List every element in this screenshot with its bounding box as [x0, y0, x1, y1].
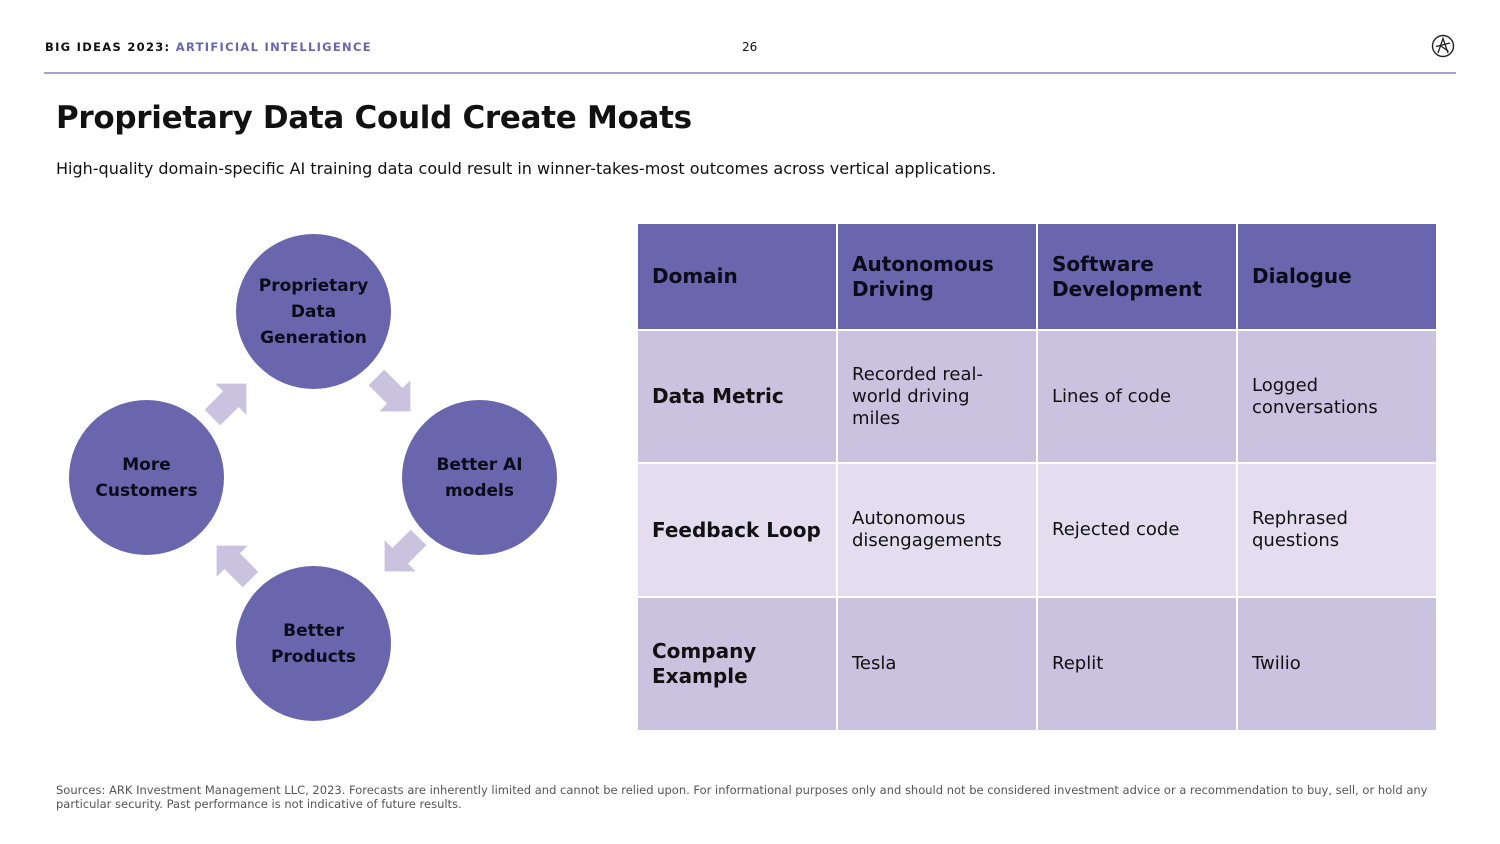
table-row: Feedback Loop Autonomous disengagements … [636, 462, 1438, 598]
arrow-icon-2 [368, 369, 411, 412]
arrow-icon-3 [384, 529, 427, 572]
row-header: Company Example [636, 596, 838, 732]
table-cell: Tesla [836, 596, 1038, 732]
cycle-node-better-products: Better Products [236, 566, 391, 721]
row-header: Feedback Loop [636, 462, 838, 598]
sources-footnote: Sources: ARK Investment Management LLC, … [56, 783, 1428, 811]
column-header: Dialogue [1236, 222, 1438, 331]
table-cell: Twilio [1236, 596, 1438, 732]
table-cell: Logged conversations [1236, 329, 1438, 464]
flywheel-diagram: Proprietary Data Generation Better AI mo… [40, 215, 600, 745]
topic-label: ARTIFICIAL INTELLIGENCE [175, 40, 372, 54]
cycle-node-proprietary-data: Proprietary Data Generation [236, 234, 391, 389]
table-cell: Autonomous disengagements [836, 462, 1038, 598]
cycle-node-label: Better Products [270, 620, 357, 667]
series-label: BIG IDEAS 2023: [45, 40, 171, 54]
table-cell: Rephrased questions [1236, 462, 1438, 598]
cycle-arrows [204, 369, 427, 588]
table-header-row: Domain Autonomous Driving Software Devel… [636, 222, 1438, 331]
header-label: BIG IDEAS 2023: ARTIFICIAL INTELLIGENCE [45, 40, 372, 54]
moats-table: Domain Autonomous Driving Software Devel… [636, 222, 1438, 732]
table-cell: Replit [1036, 596, 1238, 732]
column-header: Domain [636, 222, 838, 331]
header-divider [44, 72, 1456, 74]
ark-logo-icon [1431, 34, 1455, 58]
page-title: Proprietary Data Could Create Moats [56, 100, 692, 136]
cycle-node-label: More Customers [95, 454, 198, 501]
table-cell: Recorded real- world driving miles [836, 329, 1038, 464]
table-row: Company Example Tesla Replit Twilio [636, 596, 1438, 732]
arrow-icon-4 [216, 545, 259, 588]
cycle-node-label: Better AI models [436, 454, 523, 501]
cycle-node-better-models: Better AI models [402, 400, 557, 555]
column-header: Autonomous Driving [836, 222, 1038, 331]
table-row: Data Metric Recorded real- world driving… [636, 329, 1438, 464]
page-subtitle: High-quality domain-specific AI training… [56, 159, 997, 178]
cycle-node-label: Proprietary Data Generation [258, 275, 369, 348]
cycle-node-more-customers: More Customers [69, 400, 224, 555]
page-number: 26 [742, 40, 758, 54]
arrow-icon-1 [204, 383, 247, 426]
row-header: Data Metric [636, 329, 838, 464]
table-cell: Lines of code [1036, 329, 1238, 464]
column-header: Software Development [1036, 222, 1238, 331]
table-cell: Rejected code [1036, 462, 1238, 598]
